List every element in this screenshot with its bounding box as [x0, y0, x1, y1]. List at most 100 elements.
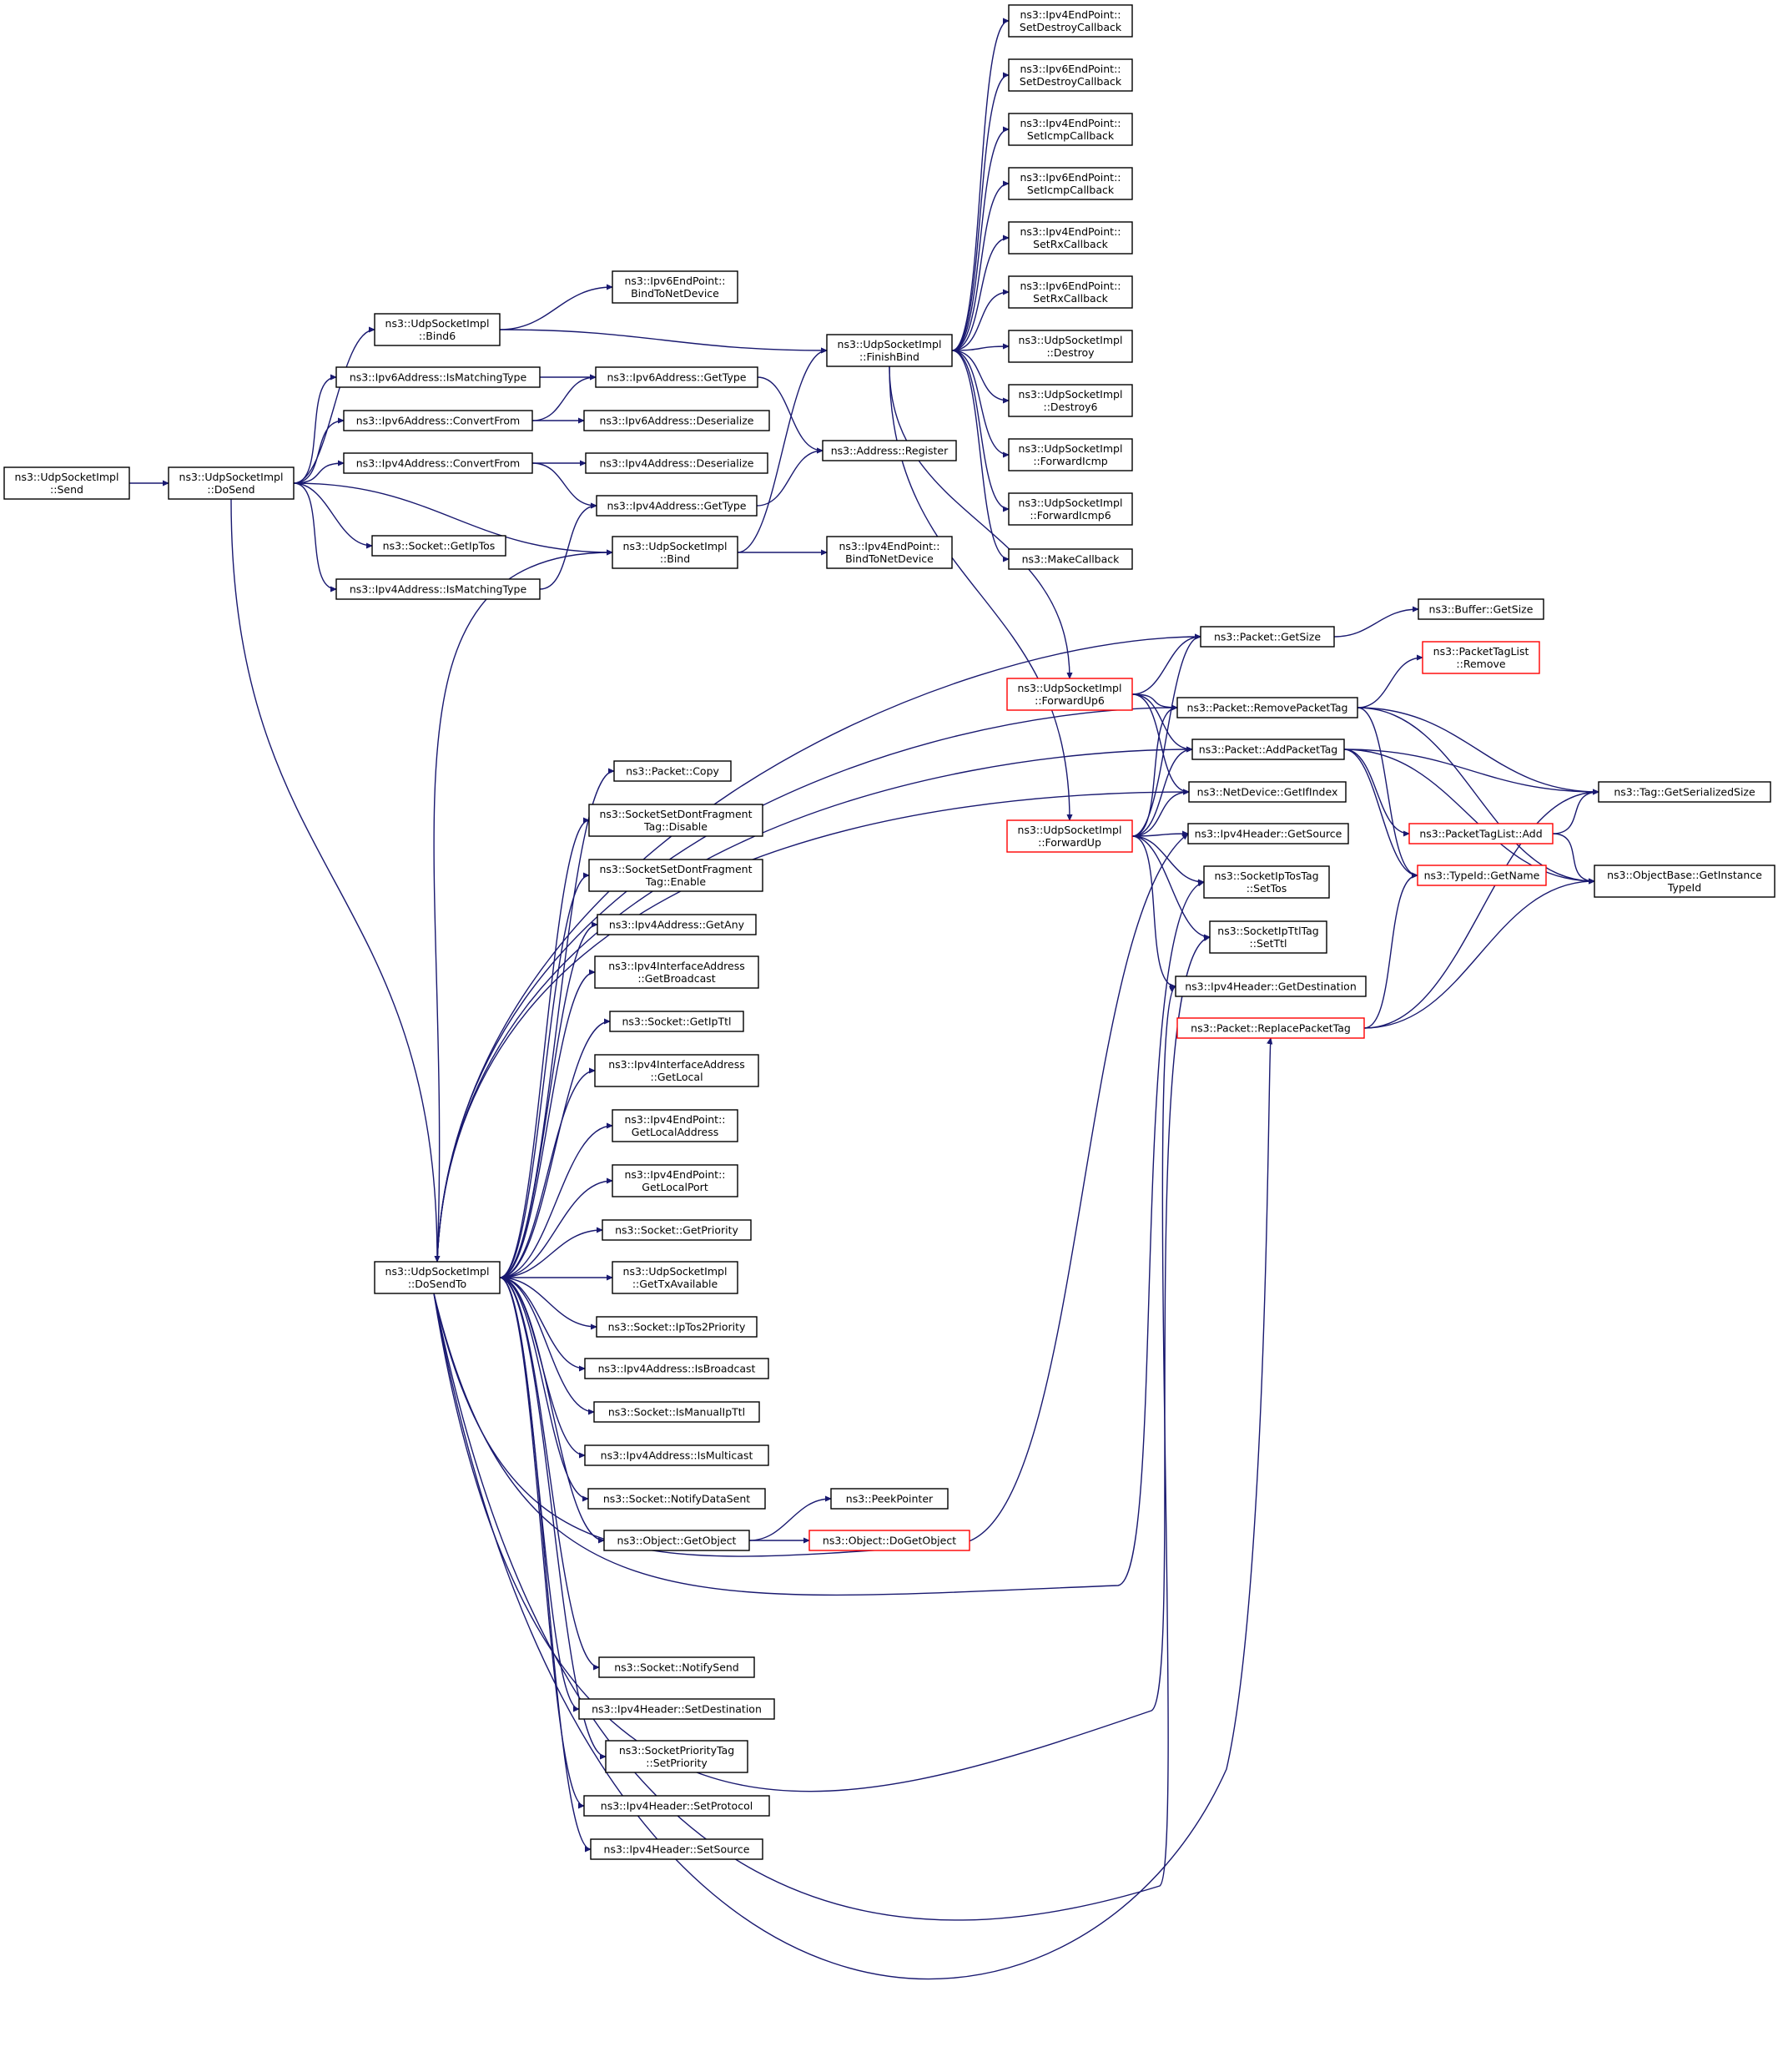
node-bufgetsize[interactable]: ns3::Buffer::GetSize [1418, 598, 1544, 620]
node-box[interactable] [578, 1698, 775, 1720]
node-isbcast[interactable]: ns3::Ipv4Address::IsBroadcast [584, 1358, 769, 1379]
node-box[interactable] [590, 1838, 763, 1860]
node-box[interactable] [1209, 920, 1327, 954]
node-box[interactable] [613, 760, 732, 782]
node-box[interactable] [1008, 330, 1133, 363]
node-copy[interactable]: ns3::Packet::Copy [613, 760, 732, 782]
node-ipv4convert[interactable]: ns3::Ipv4Address::ConvertFrom [343, 452, 533, 474]
node-box[interactable] [605, 1740, 748, 1773]
node-ipv4deser[interactable]: ns3::Ipv4Address::Deserialize [585, 452, 768, 474]
node-destroy6[interactable]: ns3::UdpSocketImpl::Destroy6 [1008, 384, 1133, 417]
node-ptlremove[interactable]: ns3::PacketTagList::Remove [1422, 641, 1540, 674]
node-box[interactable] [1408, 823, 1554, 844]
node-v4setrx[interactable]: ns3::Ipv4EndPoint::SetRxCallback [1008, 221, 1133, 255]
node-box[interactable] [343, 452, 533, 474]
node-getany[interactable]: ns3::Ipv4Address::GetAny [597, 914, 757, 935]
node-getobject[interactable]: ns3::Object::GetObject [603, 1530, 750, 1551]
node-getifindex[interactable]: ns3::NetDevice::GetIfIndex [1188, 781, 1347, 803]
node-ipv4ismatch[interactable]: ns3::Ipv4Address::IsMatchingType [335, 578, 541, 600]
node-setsource[interactable]: ns3::Ipv4Header::SetSource [590, 1838, 763, 1860]
node-fwdicmp6[interactable]: ns3::UdpSocketImpl::ForwardIcmp6 [1008, 492, 1133, 526]
node-box[interactable] [808, 1530, 970, 1551]
node-box[interactable] [588, 804, 763, 837]
node-box[interactable] [598, 1656, 755, 1678]
node-pktgetsize[interactable]: ns3::Packet::GetSize [1200, 626, 1335, 648]
node-box[interactable] [609, 1011, 744, 1032]
node-box[interactable] [596, 1316, 758, 1338]
node-ipv6deser[interactable]: ns3::Ipv6Address::Deserialize [583, 410, 770, 431]
node-notifysent[interactable]: ns3::Socket::NotifyDataSent [587, 1488, 766, 1510]
node-fwdicmp[interactable]: ns3::UdpSocketImpl::ForwardIcmp [1008, 438, 1133, 471]
node-bind[interactable]: ns3::UdpSocketImpl::Bind [612, 536, 738, 569]
node-box[interactable] [826, 334, 953, 367]
node-removetag[interactable]: ns3::Packet::RemovePacketTag [1176, 697, 1358, 718]
node-ipv6gettype[interactable]: ns3::Ipv6Address::GetType [595, 366, 758, 388]
node-box[interactable] [584, 1358, 769, 1379]
node-box[interactable] [830, 1488, 949, 1510]
node-typeidname[interactable]: ns3::TypeId::GetName [1417, 865, 1547, 886]
node-send[interactable]: ns3::UdpSocketImpl::Send [3, 466, 130, 500]
node-box[interactable] [594, 1054, 759, 1087]
node-box[interactable] [1008, 548, 1133, 570]
node-iptos2prio[interactable]: ns3::Socket::IpTos2Priority [596, 1316, 758, 1338]
node-box[interactable] [335, 366, 541, 388]
node-box[interactable] [603, 1530, 750, 1551]
node-box[interactable] [343, 410, 533, 431]
node-box[interactable] [594, 955, 759, 989]
node-box[interactable] [1422, 641, 1540, 674]
node-getipttl[interactable]: ns3::Socket::GetIpTtl [609, 1011, 744, 1032]
node-box[interactable] [612, 1164, 738, 1197]
node-box[interactable] [1417, 865, 1547, 886]
node-fwdup6[interactable]: ns3::UdpSocketImpl::ForwardUp6 [1006, 678, 1133, 711]
node-box[interactable] [1008, 438, 1133, 471]
node-box[interactable] [1006, 678, 1133, 711]
node-notifysend[interactable]: ns3::Socket::NotifySend [598, 1656, 755, 1678]
node-box[interactable] [1008, 275, 1133, 309]
node-box[interactable] [597, 914, 757, 935]
node-setdest[interactable]: ns3::Ipv4Header::SetDestination [578, 1698, 775, 1720]
node-box[interactable] [583, 1795, 770, 1817]
node-ipv6ismatch[interactable]: ns3::Ipv6Address::IsMatchingType [335, 366, 541, 388]
node-box[interactable] [585, 452, 768, 474]
node-settos[interactable]: ns3::SocketIpTosTag::SetTos [1203, 865, 1330, 899]
node-box[interactable] [168, 466, 295, 500]
node-v6setdestroy[interactable]: ns3::Ipv6EndPoint::SetDestroyCallback [1008, 58, 1133, 92]
node-box[interactable] [1006, 819, 1133, 853]
node-dogetobj[interactable]: ns3::Object::DoGetObject [808, 1530, 970, 1551]
node-box[interactable] [826, 536, 953, 569]
node-v4setdestroy[interactable]: ns3::Ipv4EndPoint::SetDestroyCallback [1008, 4, 1133, 38]
node-setproto[interactable]: ns3::Ipv4Header::SetProtocol [583, 1795, 770, 1817]
node-getbcast[interactable]: ns3::Ipv4InterfaceAddress::GetBroadcast [594, 955, 759, 989]
node-box[interactable] [374, 1261, 501, 1294]
node-setprio[interactable]: ns3::SocketPriorityTag::SetPriority [605, 1740, 748, 1773]
node-box[interactable] [1188, 781, 1347, 803]
node-box[interactable] [371, 535, 506, 557]
node-getsource[interactable]: ns3::Ipv4Header::GetSource [1187, 823, 1349, 844]
node-box[interactable] [335, 578, 541, 600]
node-box[interactable] [1191, 739, 1345, 760]
node-ipv4gettype[interactable]: ns3::Ipv4Address::GetType [596, 495, 758, 517]
node-destroy[interactable]: ns3::UdpSocketImpl::Destroy [1008, 330, 1133, 363]
node-box[interactable] [374, 313, 501, 346]
node-dosendto[interactable]: ns3::UdpSocketImpl::DoSendTo [374, 1261, 501, 1294]
node-getprio[interactable]: ns3::Socket::GetPriority [602, 1219, 752, 1241]
node-v6seticmp[interactable]: ns3::Ipv6EndPoint::SetIcmpCallback [1008, 167, 1133, 200]
node-box[interactable] [1418, 598, 1544, 620]
node-box[interactable] [595, 366, 758, 388]
node-box[interactable] [1008, 384, 1133, 417]
node-box[interactable] [584, 1444, 769, 1466]
node-box[interactable] [583, 410, 770, 431]
node-box[interactable] [588, 859, 763, 892]
node-box[interactable] [1187, 823, 1349, 844]
node-ismanualttl[interactable]: ns3::Socket::IsManualIpTtl [593, 1401, 760, 1423]
node-box[interactable] [1598, 781, 1771, 803]
node-getiptos[interactable]: ns3::Socket::GetIpTos [371, 535, 506, 557]
node-box[interactable] [1008, 167, 1133, 200]
node-peekptr[interactable]: ns3::PeekPointer [830, 1488, 949, 1510]
node-box[interactable] [1594, 865, 1775, 898]
node-box[interactable] [596, 495, 758, 517]
node-box[interactable] [1176, 697, 1358, 718]
